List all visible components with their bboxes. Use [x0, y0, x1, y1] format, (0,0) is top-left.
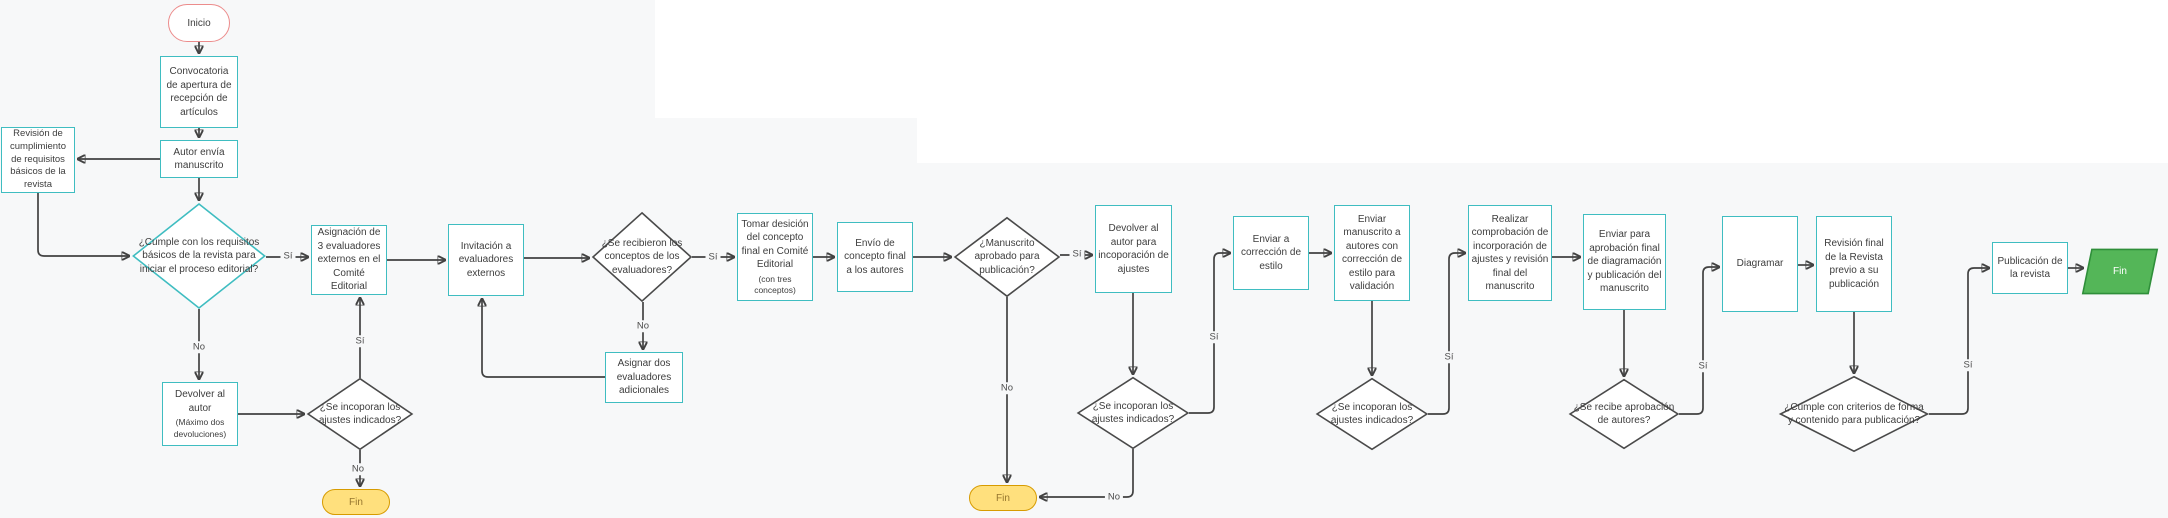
- edge-label-si: Sí: [705, 251, 721, 263]
- decision-manuscrito-aprobado: ¿Manuscrito aprobado para publicación?: [954, 217, 1060, 297]
- node-label: ¿Se recibe aprobación de autores?: [1573, 401, 1675, 427]
- edge-label-si: Sí: [1441, 351, 1457, 363]
- diamond-shape: [592, 212, 692, 302]
- edge-label-no: No: [997, 382, 1017, 394]
- decision-aprobacion-autores: ¿Se recibe aprobación de autores?: [1569, 379, 1679, 449]
- end-node-fin-1: Fin: [322, 489, 390, 515]
- connector: [1929, 268, 1989, 415]
- node-label: Envío de concepto final a los autores: [844, 237, 906, 276]
- edge-label-si: Sí: [1695, 360, 1711, 372]
- process-asignacion-evaluadores: Asignación de 3 evaluadores externos en …: [311, 225, 387, 295]
- node-label: Autor envía manuscrito: [173, 146, 225, 172]
- node-label: ¿Cumple con los requisitos básicos de la…: [138, 236, 260, 275]
- decision-conceptos-recibidos: ¿Se recibieron los conceptos de los eval…: [592, 212, 692, 302]
- node-label: Publicación de la revista: [1997, 255, 2063, 281]
- diamond-shape: [1569, 379, 1679, 449]
- connector: [1679, 267, 1719, 415]
- process-realizar-comprobacion: Realizar comprobación de incorporación d…: [1468, 205, 1552, 301]
- process-devolver-autor-ajustes: Devolver al autor para incoporación de a…: [1095, 205, 1172, 293]
- node-label: Asignación de 3 evaluadores externos en …: [317, 227, 381, 293]
- node-sublabel: (Máximo dos devoluciones): [173, 417, 227, 439]
- diamond-shape: [1316, 378, 1428, 450]
- node-label: Revisión de cumplimiento de requisitos b…: [10, 127, 66, 191]
- connector: [1040, 449, 1134, 497]
- node-label: ¿Se incoporan los ajustes indicados?: [318, 401, 402, 427]
- node-label: Realizar comprobación de incorporación d…: [1471, 213, 1549, 293]
- process-publicacion-revista: Publicación de la revista: [1992, 242, 2068, 294]
- decision-ajustes-2: ¿Se incoporan los ajustes indicados?: [1077, 377, 1189, 449]
- canvas-background-panel: [655, 0, 917, 118]
- process-enviar-correccion-estilo: Enviar a corrección de estilo: [1233, 216, 1309, 290]
- node-label: ¿Se incoporan los ajustes indicados?: [1091, 400, 1175, 426]
- canvas-background-panel: [917, 0, 2168, 163]
- process-revision-requisitos: Revisión de cumplimiento de requisitos b…: [1, 127, 75, 193]
- process-enviar-manuscrito-autores: Enviar manuscrito a autores con correcci…: [1334, 205, 1410, 301]
- diamond-shape: [1779, 376, 1929, 452]
- end-node-fin-2: Fin: [969, 485, 1037, 511]
- edge-label-no: No: [1104, 491, 1124, 503]
- node-label: Devolver al autor para incoporación de a…: [1098, 223, 1169, 275]
- node-label: Inicio: [187, 17, 211, 29]
- node-label: Asignar dos evaluadores adicionales: [616, 358, 672, 397]
- node-label: Convocatoria de apertura de recepción de…: [166, 66, 232, 118]
- process-invitacion-evaluadores: Invitación a evaluadores externos: [448, 224, 524, 296]
- diamond-shape: [1077, 377, 1189, 449]
- decision-cumple-requisitos: ¿Cumple con los requisitos básicos de la…: [132, 203, 266, 309]
- edge-label-si: Sí: [1960, 359, 1976, 371]
- diamond-shape: [132, 203, 266, 309]
- node-label: Enviar para aprobación final de diagrama…: [1587, 229, 1662, 295]
- edge-label-si: Sí: [352, 335, 368, 347]
- process-convocatoria: Convocatoria de apertura de recepción de…: [160, 56, 238, 128]
- decision-criterios-publicacion: ¿Cumple con criterios de forma y conteni…: [1779, 376, 1929, 452]
- connector: [1428, 253, 1465, 415]
- edge-label-si: Sí: [1206, 331, 1222, 343]
- edge-label-no: No: [348, 463, 368, 475]
- process-autor-envia-manuscrito: Autor envía manuscrito: [160, 140, 238, 178]
- decision-ajustes-3: ¿Se incoporan los ajustes indicados?: [1316, 378, 1428, 450]
- start-node: Inicio: [168, 4, 230, 42]
- node-label: Enviar manuscrito a autores con correcci…: [1341, 213, 1403, 293]
- node-sublabel: (con tres conceptos): [754, 273, 796, 295]
- node-label: Fin: [349, 496, 363, 508]
- end-node-fin-3: Fin: [2082, 249, 2158, 294]
- node-label: Tomar desición del concepto final en Com…: [741, 218, 809, 271]
- process-diagramar: Diagramar: [1722, 216, 1798, 312]
- process-revision-final: Revisión final de la Revista previo a su…: [1816, 216, 1892, 312]
- node-label: Devolver al autor: [174, 389, 226, 414]
- parallelogram-shape: [2082, 249, 2158, 294]
- connector: [482, 299, 605, 378]
- node-label: ¿Manuscrito aprobado para publicación?: [974, 237, 1040, 276]
- node-label: Diagramar: [1736, 258, 1784, 270]
- node-label: ¿Cumple con criterios de forma y conteni…: [1784, 401, 1924, 427]
- node-label: ¿Se recibieron los conceptos de los eval…: [601, 237, 683, 276]
- decision-ajustes-1: ¿Se incoporan los ajustes indicados?: [307, 378, 413, 450]
- process-tomar-decision: Tomar desición del concepto final en Com…: [737, 213, 813, 301]
- edge-label-si: Sí: [280, 250, 296, 262]
- node-label: Enviar a corrección de estilo: [1240, 233, 1302, 272]
- node-label: ¿Se incoporan los ajustes indicados?: [1330, 401, 1414, 427]
- connector: [37, 193, 129, 256]
- node-label: Fin: [2113, 266, 2127, 277]
- diamond-shape: [307, 378, 413, 450]
- node-label: Revisión final de la Revista previo a su…: [1824, 238, 1884, 290]
- process-asignar-dos-evaluadores: Asignar dos evaluadores adicionales: [605, 352, 683, 403]
- node-label: Fin: [996, 492, 1010, 504]
- node-label: Invitación a evaluadores externos: [458, 240, 514, 279]
- process-envio-concepto-final: Envío de concepto final a los autores: [837, 222, 913, 292]
- edge-label-no: No: [189, 341, 209, 353]
- edge-label-si: Sí: [1069, 248, 1085, 260]
- edge-label-no: No: [633, 320, 653, 332]
- process-enviar-aprobacion-final: Enviar para aprobación final de diagrama…: [1583, 214, 1666, 310]
- diamond-shape: [954, 217, 1060, 297]
- process-devolver-autor: Devolver al autor (Máximo dos devolucion…: [162, 382, 238, 446]
